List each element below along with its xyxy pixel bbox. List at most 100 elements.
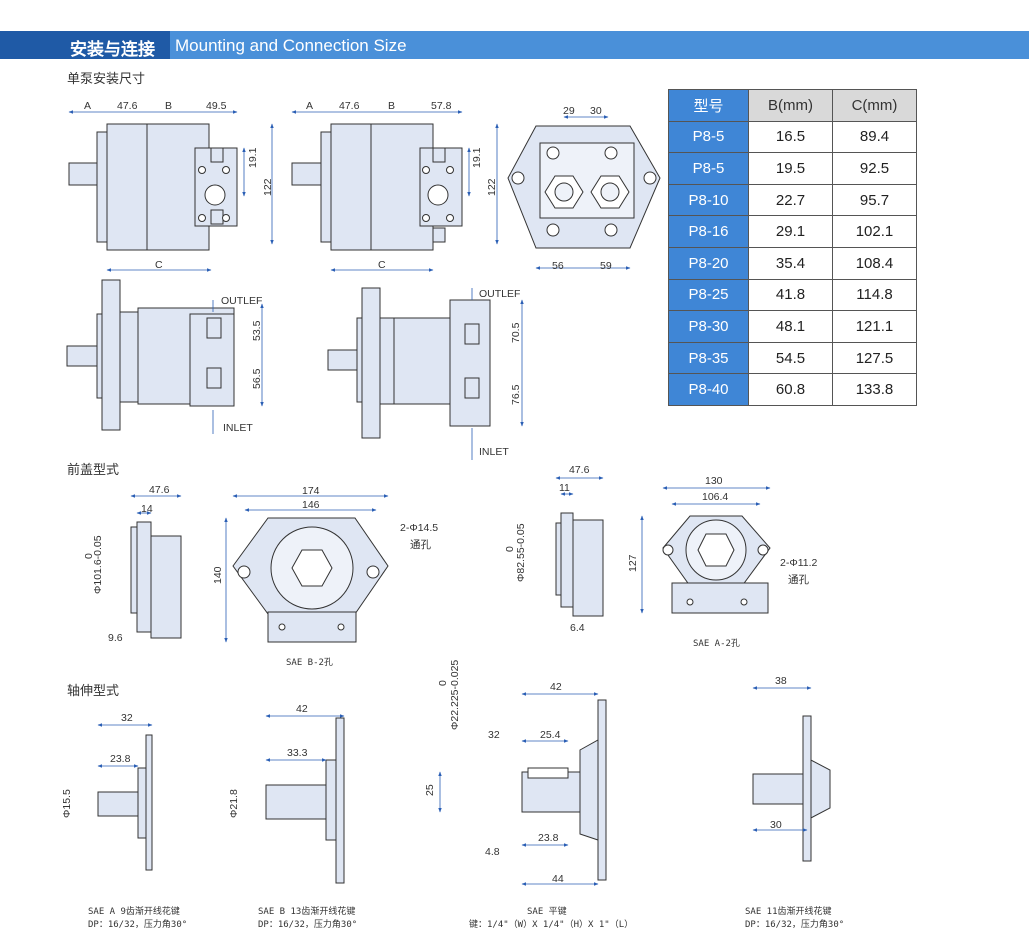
dim-text: B [165, 100, 172, 112]
dim-text: 0 [504, 546, 516, 552]
front-cover-side-1 [130, 521, 182, 639]
inlet-label: INLET [223, 422, 253, 434]
dim-text: 122 [486, 178, 498, 196]
shaft-sae-a [97, 734, 153, 871]
dim-text: 0 [437, 680, 449, 686]
section-single-pump-title: 单泵安装尺寸 [67, 72, 146, 87]
pump-top-view-2 [291, 123, 463, 251]
dim-text: 11 [559, 482, 570, 494]
dim-text: 23.8 [110, 753, 131, 765]
dim-text: 25 [424, 784, 436, 796]
dim-text: Φ15.5 [61, 789, 73, 818]
table-cell-model: P8-25 [668, 278, 749, 312]
dim-text: Φ101.6-0.05 [92, 535, 104, 594]
caption: SAE 11齿渐开线花键 [745, 905, 832, 917]
dim-text: 30 [770, 819, 782, 831]
table-cell-model: P8-5 [668, 152, 749, 185]
dim-text: 130 [705, 475, 723, 487]
table-header-model: 型号 [668, 89, 749, 122]
dim-text: 76.5 [510, 384, 522, 405]
caption: SAE 平键 [527, 905, 567, 917]
dim-text: 56.5 [251, 368, 263, 389]
dim-text: 127 [627, 554, 639, 572]
section-shaft-title: 轴伸型式 [67, 684, 120, 699]
table-cell-c: 121.1 [832, 310, 917, 343]
dim-text: 44 [552, 873, 564, 885]
dim-text: 47.6 [117, 100, 138, 112]
caption: SAE A 9齿渐开线花键 [88, 905, 180, 917]
front-cover-side-2 [555, 512, 604, 617]
shaft-sae-b [265, 717, 345, 884]
table-cell-b: 48.1 [748, 310, 833, 343]
table-cell-c: 89.4 [832, 120, 917, 154]
dim-text: 4.8 [485, 846, 500, 858]
table-cell-b: 35.4 [748, 246, 833, 280]
table-cell-c: 133.8 [832, 373, 917, 406]
pump-side-view-1 [66, 279, 235, 431]
dim-text: 122 [262, 178, 274, 196]
table-cell-model: P8-40 [668, 373, 749, 406]
table-cell-model: P8-10 [668, 183, 749, 217]
dimension-texts: A 47.6 B 49.5 C 19.1 122 A 47.6 B 57.8 C… [61, 100, 844, 930]
dimension-lines [68, 110, 812, 886]
dim-text: 70.5 [510, 322, 522, 343]
dim-text: 19.1 [471, 147, 483, 168]
caption: SAE B-2孔 [286, 657, 333, 668]
dim-text: A [306, 100, 313, 112]
table-cell-c: 92.5 [832, 152, 917, 185]
dim-text: Φ22.225-0.025 [449, 660, 461, 730]
dim-text: 2-Φ11.2 [780, 557, 818, 569]
dim-text: 23.8 [538, 832, 559, 844]
table-cell-model: P8-35 [668, 341, 749, 375]
dim-text: 49.5 [206, 100, 227, 112]
caption: SAE A-2孔 [693, 638, 740, 649]
table-cell-b: 16.5 [748, 120, 833, 154]
table-cell-b: 41.8 [748, 278, 833, 312]
pump-side-view-2 [327, 287, 491, 439]
inlet-label: INLET [479, 446, 509, 458]
dim-text: 33.3 [287, 747, 308, 759]
dim-text: 42 [550, 681, 562, 693]
section-front-cover-title: 前盖型式 [67, 463, 120, 478]
dim-text: 59 [600, 260, 612, 272]
dim-text: 140 [212, 566, 224, 584]
table-cell-c: 127.5 [832, 341, 917, 375]
pump-top-view-1 [68, 123, 238, 251]
dim-text: 9.6 [108, 632, 123, 644]
dim-text: 106.4 [702, 491, 728, 503]
front-cover-face-sae-b [232, 517, 389, 643]
dim-text: 47.6 [569, 464, 590, 476]
table-header-c: C(mm) [832, 89, 917, 122]
table-cell-c: 102.1 [832, 215, 917, 248]
header-label-block [0, 31, 170, 59]
table-cell-b: 22.7 [748, 183, 833, 217]
dim-text: 174 [302, 485, 320, 497]
caption: DP：16/32，压力角30° [745, 918, 844, 930]
table-cell-b: 29.1 [748, 215, 833, 248]
caption: 键：1/4"（W）X 1/4"（H）X 1"（L） [469, 918, 633, 930]
caption: DP：16/32，压力角30° [258, 918, 357, 930]
dim-text: B [388, 100, 395, 112]
dim-text: 通孔 [788, 573, 809, 586]
dim-text: 32 [488, 729, 500, 741]
dim-text: 6.4 [570, 622, 585, 634]
dim-text: C [378, 259, 386, 271]
dim-text: 25.4 [540, 729, 561, 741]
dim-text: 47.6 [149, 484, 170, 496]
dim-text: C [155, 259, 163, 271]
outlet-label: OUTLEF [479, 288, 520, 300]
dim-text: 57.8 [431, 100, 452, 112]
dim-text: 19.1 [247, 147, 259, 168]
header-title-cn: 安装与连接 [70, 40, 155, 60]
shaft-sae-key [521, 699, 607, 881]
dim-text: 38 [775, 675, 787, 687]
dim-text: 2-Φ14.5 [400, 522, 438, 534]
dim-text: 30 [590, 105, 602, 117]
